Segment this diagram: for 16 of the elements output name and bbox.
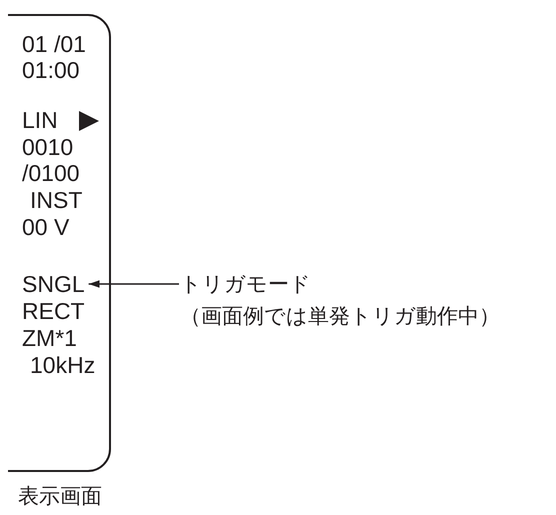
callout-line: トリガモード [180,271,311,298]
screen-readout: 0010 [22,134,74,160]
screen-readout: 10kHz [30,352,96,378]
screen-readout: RECT [22,298,85,324]
screen-readout: ZM*1 [22,325,77,351]
screen-readout: /0100 [22,160,80,186]
screen-readout: SNGL [22,271,85,297]
display-screen [8,14,112,472]
screen-readout: 00 V [22,214,70,240]
screen-readout: 01:00 [22,57,80,83]
screen-readout: INST [30,187,82,213]
leader-arrow [88,280,179,288]
screen-caption: 表示画面 [18,483,102,510]
screen-readout: LIN [22,107,58,133]
screen-readout: 01 /01 [22,31,86,57]
callout-line: （画面例では単発トリガ動作中） [180,303,500,330]
